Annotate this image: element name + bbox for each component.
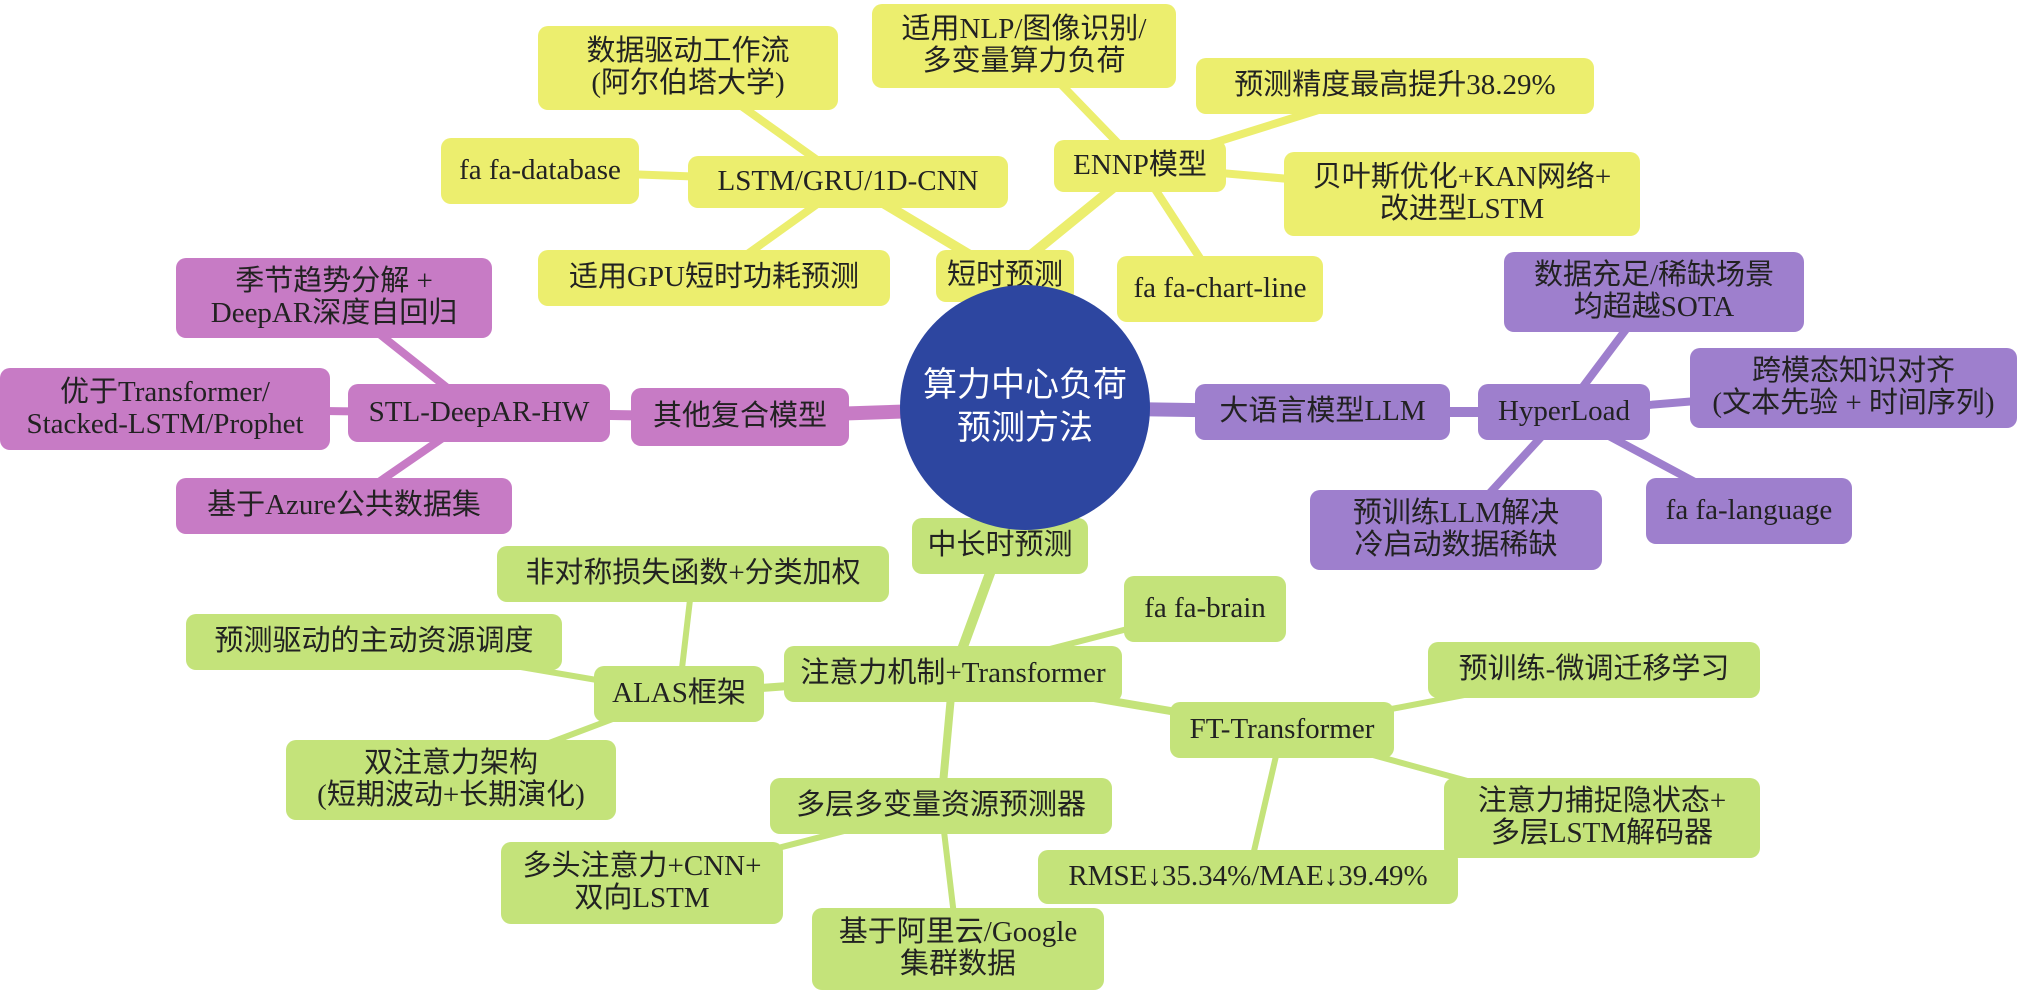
other-models-node: 其他复合模型 — [631, 388, 849, 446]
multivariate-predictor-node: 多层多变量资源预测器 — [770, 778, 1112, 834]
cluster-data-node: 基于阿里云/Google 集群数据 — [812, 908, 1104, 990]
seasonal-decomp-node: 季节趋势分解 + DeepAR深度自回归 — [176, 258, 492, 338]
attention-transformer-node: 注意力机制+Transformer — [784, 646, 1122, 702]
stl-deepar-hw-node: STL-DeepAR-HW — [348, 384, 610, 442]
nlp-image-node: 适用NLP/图像识别/ 多变量算力负荷 — [872, 4, 1176, 88]
metrics-node: RMSE↓35.34%/MAE↓39.49% — [1038, 850, 1458, 904]
hyperload-node: HyperLoad — [1478, 384, 1650, 440]
ft-transformer-node: FT-Transformer — [1170, 702, 1394, 758]
chart-line-icon-node: fa fa-chart-line — [1117, 256, 1323, 322]
cross-modal-node: 跨模态知识对齐 (文本先验 + 时间序列) — [1690, 348, 2017, 428]
accuracy-node: 预测精度最高提升38.29% — [1196, 58, 1594, 114]
bayes-kan-node: 贝叶斯优化+KAN网络+ 改进型LSTM — [1284, 152, 1640, 236]
multihead-cnn-node: 多头注意力+CNN+ 双向LSTM — [501, 842, 783, 924]
llm-node: 大语言模型LLM — [1195, 384, 1450, 440]
better-than-node: 优于Transformer/ Stacked-LSTM/Prophet — [0, 368, 330, 450]
sota-node: 数据充足/稀缺场景 均超越SOTA — [1504, 252, 1804, 332]
azure-dataset-node: 基于Azure公共数据集 — [176, 478, 512, 534]
ennp-model-node: ENNP模型 — [1054, 140, 1226, 192]
brain-icon-node: fa fa-brain — [1124, 576, 1286, 642]
gpu-power-node: 适用GPU短时功耗预测 — [538, 250, 890, 306]
pretrained-llm-node: 预训练LLM解决 冷启动数据稀缺 — [1310, 490, 1602, 570]
data-driven-workflow-node: 数据驱动工作流 (阿尔伯塔大学) — [538, 26, 838, 110]
dual-attention-node: 双注意力架构 (短期波动+长期演化) — [286, 740, 616, 820]
transfer-learning-node: 预训练-微调迁移学习 — [1428, 642, 1760, 698]
hidden-state-node: 注意力捕捉隐状态+ 多层LSTM解码器 — [1444, 778, 1760, 858]
language-icon-node: fa fa-language — [1646, 478, 1852, 544]
asymmetric-loss-node: 非对称损失函数+分类加权 — [497, 546, 889, 602]
center-topic: 算力中心负荷 预测方法 — [900, 285, 1150, 530]
alas-framework-node: ALAS框架 — [594, 666, 764, 722]
lstm-gru-cnn-node: LSTM/GRU/1D-CNN — [688, 156, 1008, 208]
database-icon-node: fa fa-database — [441, 138, 639, 204]
resource-scheduling-node: 预测驱动的主动资源调度 — [186, 614, 562, 670]
